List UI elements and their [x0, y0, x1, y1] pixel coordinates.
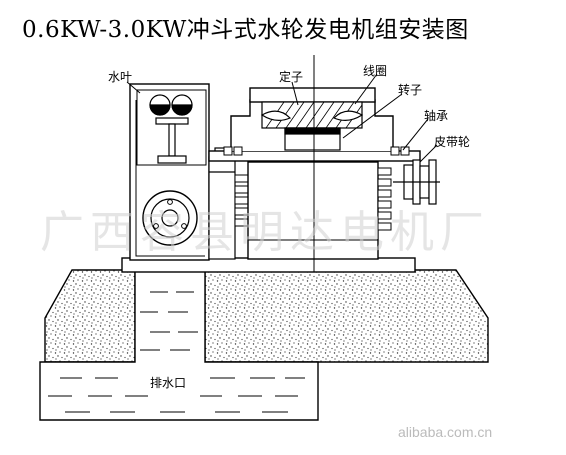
label-outlet: 排水口: [150, 374, 187, 391]
pulley: [393, 159, 440, 205]
label-coil: 线圈: [363, 64, 388, 78]
coil-ends: [260, 110, 364, 121]
foundation-left: [44, 269, 136, 363]
diagram-title: 0.6KW-3.0KW冲斗式水轮发电机组安装图: [22, 17, 469, 43]
top-plate: [249, 87, 376, 103]
rotor-core: [284, 127, 341, 151]
label-stator: 定子: [279, 70, 304, 84]
water-lines: [48, 291, 305, 413]
label-pulley: 皮带轮: [434, 135, 471, 149]
turbine-casing-inner: [135, 100, 205, 257]
cooling-fins-left: [234, 174, 249, 227]
cooling-fins-right: [377, 167, 392, 231]
leader-lines: [126, 73, 438, 163]
site-watermark: alibaba.com.cn: [398, 424, 493, 440]
label-bearing: 轴承: [424, 109, 449, 123]
foundation-right: [204, 269, 489, 363]
label-rotor: 转子: [398, 83, 423, 97]
runner-buckets: [149, 94, 193, 164]
label-runner: 水叶: [108, 70, 133, 84]
generator-body: [247, 161, 379, 260]
watermark: 广西容县明达电机厂: [40, 207, 490, 258]
bearing-caps: [223, 146, 410, 156]
water-channel: [39, 270, 319, 421]
nozzle-disc: [142, 190, 198, 246]
